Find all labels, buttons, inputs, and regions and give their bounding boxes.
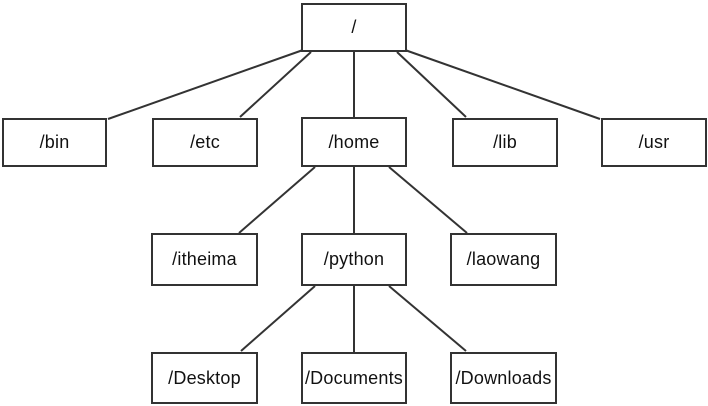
node-lib-label: /lib [493,132,517,152]
node-desktop-label: /Desktop [168,367,241,388]
node-bin-label: /bin [39,132,70,152]
node-documents-label: /Documents [304,367,404,388]
node-home-label: /home [328,131,380,152]
edge-python-desktop [240,285,316,352]
edge-root-lib [396,51,467,118]
edge-home-laowang [388,166,468,234]
node-usr-label: /usr [638,132,670,152]
node-downloads: /Downloads [450,352,557,404]
edge-root-bin [107,49,304,120]
node-bin: /bin [2,118,107,167]
edge-root-usr [404,49,601,120]
edge-python-downloads [388,285,467,352]
edge-root-etc [239,51,312,118]
node-lib: /lib [452,118,558,167]
node-documents: /Documents [301,352,407,404]
node-python-label: /python [323,249,385,269]
node-etc: /etc [152,118,258,167]
node-home: /home [301,117,407,167]
node-python: /python [301,233,407,286]
node-itheima-label: /itheima [172,249,237,269]
edge-home-itheima [238,166,316,234]
node-root: / [301,3,407,52]
node-root-label: / [351,17,357,37]
node-downloads-label: /Downloads [455,367,552,388]
node-itheima: /itheima [151,233,258,286]
node-desktop: /Desktop [151,352,258,404]
node-usr: /usr [601,118,707,167]
node-laowang: /laowang [450,233,557,286]
node-laowang-label: /laowang [466,249,541,269]
node-etc-label: /etc [190,132,220,152]
